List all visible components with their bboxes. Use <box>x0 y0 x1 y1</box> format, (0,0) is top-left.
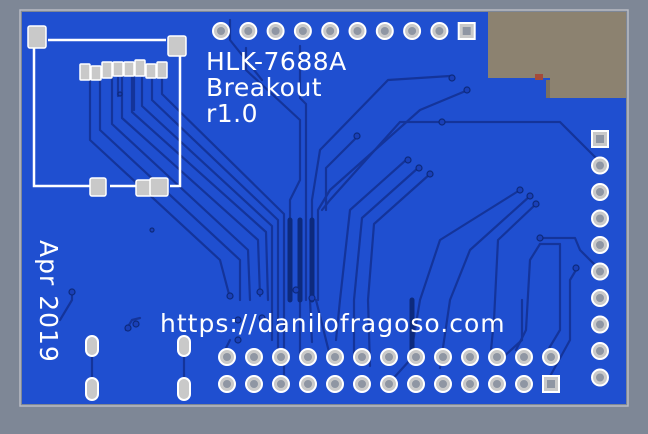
header-pin-hole <box>520 380 528 388</box>
vias <box>68 74 580 344</box>
header-pin-hole <box>596 347 604 355</box>
slot-pads <box>85 335 191 401</box>
header-pin-hole <box>353 27 362 35</box>
module-shield <box>488 12 626 98</box>
header-pin-hole <box>304 380 312 388</box>
header-pin-hole <box>331 353 339 361</box>
top-pin-header <box>212 22 476 40</box>
header-pin-hole <box>271 27 280 35</box>
header-pin-hole <box>223 380 231 388</box>
board-date: Apr 2019 <box>34 240 63 363</box>
header-pin-hole <box>244 27 253 35</box>
header-pin-hole <box>596 320 604 329</box>
header-pin-hole <box>412 380 420 388</box>
header-pin-hole <box>596 135 604 143</box>
board-edge <box>19 9 629 407</box>
header-pin-hole <box>380 27 389 35</box>
board-title-line1: HLK-7688A <box>206 47 347 76</box>
header-pin-hole <box>596 188 604 196</box>
header-pin-hole <box>217 27 225 35</box>
header-pin-hole <box>466 380 474 388</box>
header-pin-hole <box>493 353 501 361</box>
board-url: https://danilofragoso.com <box>160 309 506 338</box>
header-pin-hole <box>493 380 501 388</box>
header-pin-hole <box>250 380 258 388</box>
header-pin-hole <box>435 27 444 35</box>
header-pin-hole <box>596 241 604 249</box>
header-pin-hole <box>298 27 307 35</box>
header-pin-hole <box>223 353 231 361</box>
header-pin-hole <box>596 214 604 223</box>
header-pin-hole <box>385 380 393 388</box>
fpc-connector-pads <box>27 25 187 197</box>
header-pin-hole <box>596 161 604 170</box>
header-pin-hole <box>547 380 555 388</box>
header-pin-hole <box>412 353 420 361</box>
header-pin-hole <box>331 380 339 388</box>
copper-traces <box>58 18 602 390</box>
header-pin-hole <box>358 353 366 361</box>
header-pin-hole <box>408 27 417 35</box>
header-pin-hole <box>250 353 258 361</box>
header-pin-hole <box>439 380 447 388</box>
board-title-line2: Breakout <box>206 73 322 102</box>
header-pin-hole <box>596 373 604 382</box>
header-pin-hole <box>439 353 447 361</box>
header-pin-hole <box>277 380 285 388</box>
header-pin-hole <box>520 353 528 361</box>
header-pin-hole <box>326 27 335 35</box>
right-pin-header <box>591 130 609 387</box>
bottom-pin-header <box>218 348 560 393</box>
header-pin-hole <box>358 380 366 388</box>
header-pin-hole <box>596 294 604 302</box>
header-pin-hole <box>385 353 393 361</box>
board-revision: r1.0 <box>206 99 258 128</box>
header-pin-hole <box>462 27 471 35</box>
header-pin-hole <box>466 353 474 361</box>
header-pin-hole <box>547 353 555 361</box>
header-pin-hole <box>304 353 312 361</box>
header-pin-hole <box>277 353 285 361</box>
fpc-connector-outline <box>32 38 182 188</box>
header-pin-hole <box>596 267 604 276</box>
